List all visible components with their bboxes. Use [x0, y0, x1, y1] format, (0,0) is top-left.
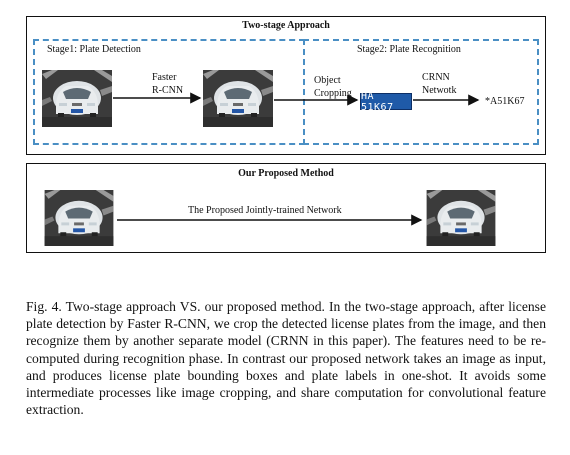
- crnn-label-line1: CRNN: [422, 72, 450, 83]
- proposed-panel: [26, 163, 546, 253]
- crnn-label-line2: Netwotk: [422, 85, 457, 96]
- plate-text: HA 51K67: [361, 90, 394, 113]
- two-stage-title: Two-stage Approach: [242, 20, 330, 31]
- cropped-plate: HA 51K67: [360, 90, 412, 113]
- proposed-title: Our Proposed Method: [238, 168, 334, 179]
- stage1-label: Stage1: Plate Detection: [47, 44, 141, 55]
- object-cropping-label-line1: Object: [314, 75, 341, 86]
- two-stage-panel: [26, 16, 546, 155]
- object-cropping-label-line2: Cropping: [314, 88, 352, 99]
- faster-rcnn-label-line1: Faster: [152, 72, 177, 83]
- recognized-output: *A51K67: [485, 96, 525, 107]
- stage2-box: [303, 39, 539, 145]
- faster-rcnn-label-line2: R-CNN: [152, 85, 184, 96]
- network-label: The Proposed Jointly-trained Network: [188, 205, 342, 216]
- figure-caption: Fig. 4. Two-stage approach VS. our propo…: [26, 299, 546, 418]
- stage2-label: Stage2: Plate Recognition: [357, 44, 461, 55]
